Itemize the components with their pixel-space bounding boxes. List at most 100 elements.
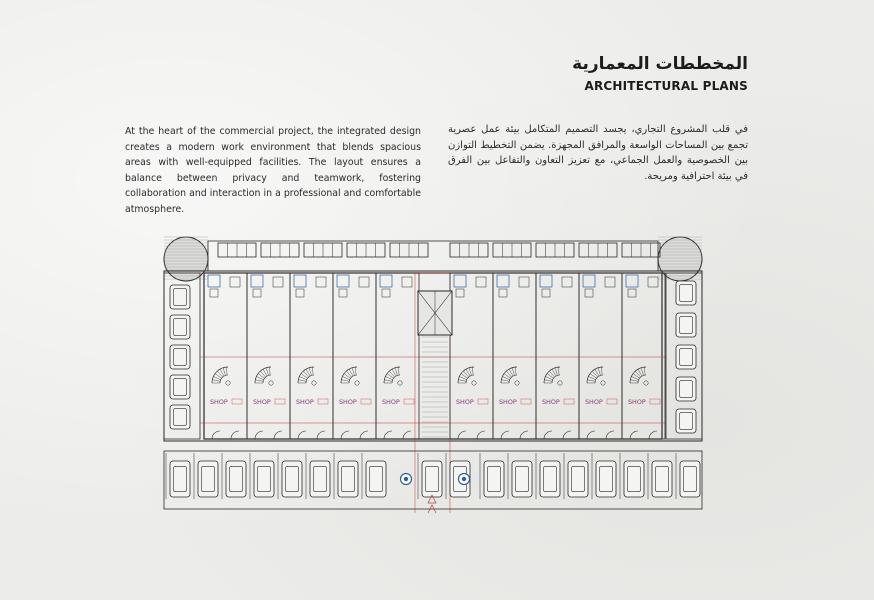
shop-label: SHOP [253,398,271,406]
corner-tower-left-outline [163,236,209,282]
parking-car-left [169,404,191,430]
car-roof [679,284,693,302]
stair-core [643,380,649,386]
stair-core [397,380,403,386]
stair-tread [501,379,510,382]
shop-unit-right: SHOP [621,272,666,440]
sink [584,288,594,298]
top-window-band-left [217,242,257,258]
parking-car-bottom [365,460,387,498]
parking-car-right [675,280,697,306]
spiral-stair-inner [594,374,604,384]
car-body [169,344,191,370]
shop-unit-right: SHOP [578,272,623,440]
stair-core [225,380,231,386]
top-window-band-left [389,242,429,258]
restroom [336,274,350,288]
stair-tread [343,373,351,379]
spiral-stair-outer [629,366,647,384]
shop-label: SHOP [210,398,228,406]
top-window-band-left [303,242,343,258]
spiral-stair-inner [305,374,315,384]
stair-tread [502,376,510,380]
stair-tread [213,376,221,380]
door-swing [230,430,240,440]
stair-tread [515,367,517,376]
stair-tread [298,379,307,382]
stair-tread [222,367,226,376]
stair-tread [385,376,393,380]
area-tag [403,398,415,405]
area-tag [317,398,329,405]
car-body [309,460,331,498]
stair-tread [308,367,312,376]
door-swing [316,430,326,440]
car-roof [173,408,187,426]
stair-tread [346,370,352,378]
car-roof [599,466,613,492]
car-roof [487,466,501,492]
stair-tread [463,370,469,378]
stair-core [311,380,317,386]
parking-car-left [169,284,191,310]
spiral-stair-inner [465,374,475,384]
area-tag [520,398,532,405]
parking-car-bottom [483,460,505,498]
spiral-stair-outer [297,366,315,384]
car-body [675,312,697,338]
area-tag [231,398,243,405]
car-roof [679,348,693,366]
stair-tread [303,370,309,378]
stair-core [514,380,520,386]
stair-core [354,380,360,386]
shop-walls [535,272,580,440]
spiral-stair-outer [500,366,518,384]
spiral-stair-outer [586,366,604,384]
car-body [679,460,701,498]
stair-tread [631,376,639,380]
stair-tread [226,367,228,376]
storage [518,276,530,288]
spiral-stair-inner [551,374,561,384]
parking-car-bottom [281,460,303,498]
stair-tread [632,373,640,379]
car-body [675,344,697,370]
storage [401,276,413,288]
shop-walls [449,272,494,440]
stair-tread [384,379,393,382]
parking-car-left [169,344,191,370]
car-roof [571,466,585,492]
parking-car-bottom [539,460,561,498]
spiral-stair-outer [340,366,358,384]
shop-walls [289,272,334,440]
stair-tread [635,370,641,378]
shop-unit-left: SHOP [246,272,291,440]
parking-car-bottom [197,460,219,498]
parking-car-bottom [337,460,359,498]
page-title-arabic: المخططات المعمارية [572,54,748,74]
parking-car-bottom [595,460,617,498]
top-window-band-right [578,242,618,258]
door-swing [273,430,283,440]
stair-tread [256,376,264,380]
car-body [281,460,303,498]
door-swing [359,430,369,440]
stair-tread [637,369,643,377]
area-tag [274,398,286,405]
parking-car-right [675,408,697,434]
storage [647,276,659,288]
corner-tower-right-outline [657,236,703,282]
stair-tread [458,379,467,382]
car-roof [627,466,641,492]
parking-car-bottom [225,460,247,498]
door-swing [402,430,412,440]
stair-tread [269,367,271,376]
restroom [250,274,264,288]
spiral-stair-outer [457,366,475,384]
restroom [539,274,553,288]
car-body [483,460,505,498]
sink [455,288,465,298]
stair-tread [549,370,555,378]
car-roof [679,380,693,398]
